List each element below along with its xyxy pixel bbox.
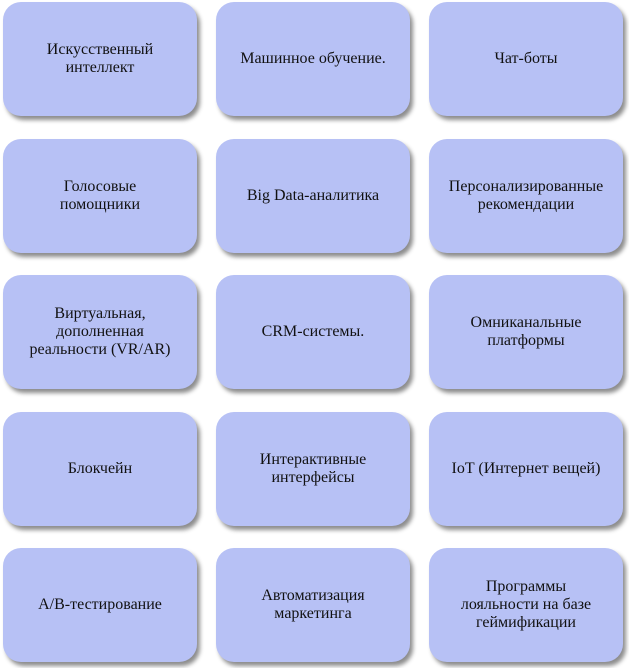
technology-label: Big Data-аналитика [246,186,380,204]
technology-label: Машинное обучение. [240,50,386,67]
technology-box: Машинное обучение. [216,2,410,116]
technology-label: Чат-боты [494,50,558,67]
technology-label: Программы лояльности на базе геймификаци… [460,578,592,631]
technology-label: Виртуальная, дополненная реальности (VR/… [29,305,171,358]
technology-box: IoT (Интернет вещей) [429,411,623,526]
technology-box: Интерактивные интерфейсы [216,411,410,526]
technology-box: Персонализированные рекомендации [429,138,623,253]
technology-box: Голосовые помощники [3,138,197,253]
technology-box: Big Data-аналитика [216,138,410,253]
technology-grid: Искусственный интеллект Машинное обучение… [3,2,623,662]
technology-box: Чат-боты [429,2,623,116]
technology-label: CRM-системы. [261,323,365,340]
technology-label: IoT (Интернет вещей) [451,459,601,477]
technology-label: Голосовые помощники [59,177,141,213]
technology-box: Омниканальные платформы [429,275,623,389]
technology-label: Автоматизация маркетинга [261,587,365,622]
technology-box: А/В-тестирование [3,548,197,662]
technology-label: Персонализированные рекомендации [448,177,604,213]
technology-box: Блокчейн [3,411,197,526]
technology-box: Автоматизация маркетинга [216,548,410,662]
technology-label: Искусственный интеллект [46,41,154,76]
technology-box: Виртуальная, дополненная реальности (VR/… [3,275,197,389]
technology-label: А/В-тестирование [38,596,162,613]
technology-box: CRM-системы. [216,275,410,389]
technology-label: Интерактивные интерфейсы [259,450,367,486]
technology-box: Искусственный интеллект [3,2,197,116]
technology-box: Программы лояльности на базе геймификаци… [429,548,623,662]
technology-label: Омниканальные платформы [470,314,582,349]
technology-label: Блокчейн [67,459,133,477]
